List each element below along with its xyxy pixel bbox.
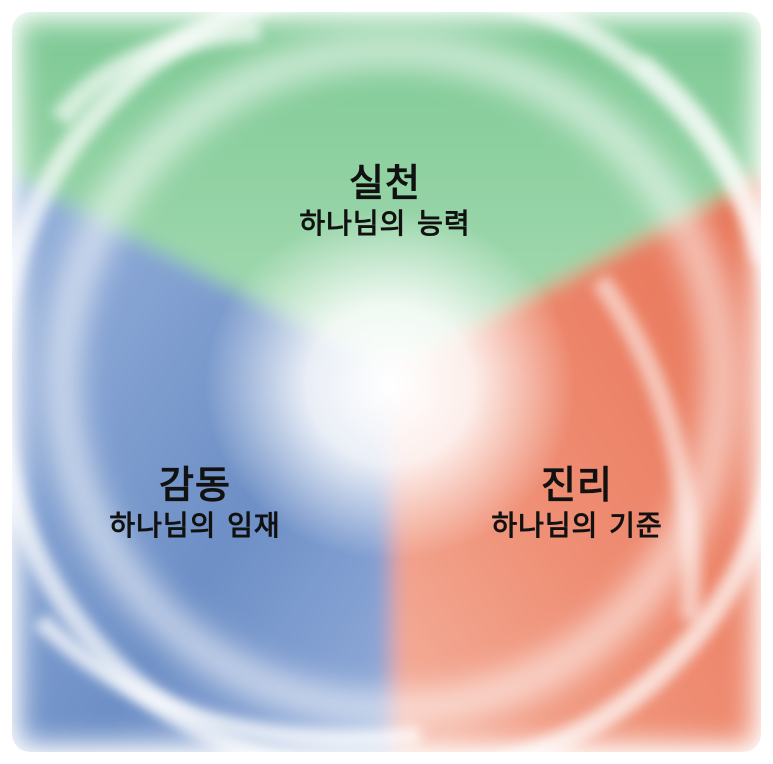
segment-title: 감동 [159,463,231,507]
center-glow [205,210,575,560]
segment-title: 진리 [541,463,613,507]
segment-label-inspiration: 감동 하나님의 임재 [109,462,280,544]
segment-blue-fill [12,170,392,752]
segment-label-practice: 실천 하나님의 능력 [299,160,470,242]
segment-label-truth: 진리 하나님의 기준 [491,462,662,544]
segment-title: 실천 [349,161,421,205]
segment-subtitle: 하나님의 능력 [299,207,471,240]
segment-subtitle: 하나님의 임재 [109,509,281,542]
segment-red-fill [392,170,761,752]
segment-subtitle: 하나님의 기준 [491,509,663,542]
